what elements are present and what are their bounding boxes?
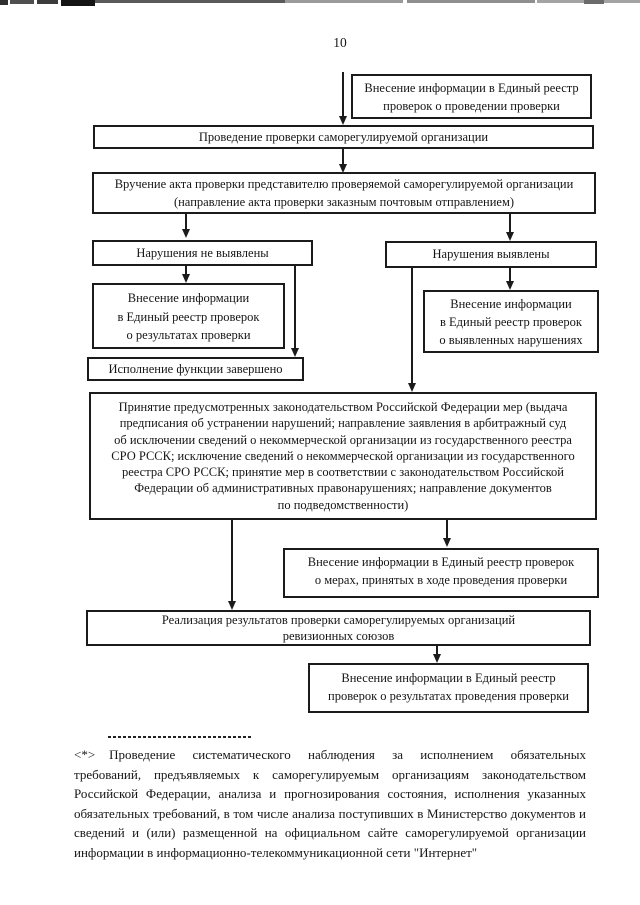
flow-node-function-complete: Исполнение функции завершено <box>87 357 304 381</box>
flow-arrow-line <box>342 149 344 165</box>
scan-artifact <box>285 0 403 3</box>
footnote-separator <box>108 736 253 738</box>
arrow-down-icon <box>182 274 190 283</box>
arrow-down-icon <box>339 164 347 173</box>
flow-node-text: Проведение проверки саморегулируемой орг… <box>198 130 489 144</box>
arrow-down-icon <box>339 116 347 125</box>
scan-artifact <box>584 0 604 4</box>
scan-artifact <box>37 0 58 4</box>
flow-node-conduct-inspection: Проведение проверки саморегулируемой орг… <box>93 125 594 149</box>
flow-node-deliver-act: Вручение акта проверки представителю про… <box>92 172 596 214</box>
flow-node-text: Нарушения выявлены <box>432 247 550 261</box>
flow-node-text: Исполнение функции завершено <box>108 362 283 376</box>
scan-artifact <box>0 0 8 5</box>
flow-node-register-results: Внесение информации в Единый реестр пров… <box>92 283 285 349</box>
flow-node-text: об исключении сведений о некоммерческой … <box>114 432 572 447</box>
flow-arrow-line <box>509 214 511 233</box>
flow-node-text: Внесение информации в Единый реестр <box>364 81 579 95</box>
flow-node-text: проверок о проведении проверки <box>383 99 560 113</box>
flow-arrow-line <box>509 268 511 282</box>
flow-arrow-line <box>342 72 344 117</box>
scan-artifact <box>10 0 34 4</box>
flow-node-text: Принятие предусмотренных законодательств… <box>118 400 568 414</box>
flow-node-text: Внесение информации в Единый реестр <box>341 671 556 685</box>
flow-node-register-final-results: Внесение информации в Единый реестр пров… <box>308 663 589 713</box>
flow-node-register-measures: Внесение информации в Единый реестр пров… <box>283 548 599 598</box>
flow-node-text: по подведомственности) <box>277 497 409 512</box>
flow-node-register-start: Внесение информации в Единый реестр пров… <box>351 74 592 119</box>
flow-node-text: ревизионных союзов <box>282 628 395 643</box>
flow-arrow-line <box>185 266 187 275</box>
flow-arrow-line <box>294 266 296 349</box>
scan-artifact <box>61 0 95 6</box>
flow-node-text: Внесение информации <box>450 297 572 311</box>
arrow-down-icon <box>506 232 514 241</box>
arrow-down-icon <box>433 654 441 663</box>
flow-arrow-line <box>185 214 187 230</box>
flow-node-text: Реализация результатов проверки саморегу… <box>161 613 516 627</box>
flow-node-realization: Реализация результатов проверки саморегу… <box>86 610 591 646</box>
footnote-marker: <*> <box>74 747 96 762</box>
flow-node-text: о мерах, принятых в ходе проведения пров… <box>314 572 568 587</box>
arrow-down-icon <box>182 229 190 238</box>
flow-node-take-measures: Принятие предусмотренных законодательств… <box>89 392 597 520</box>
arrow-down-icon <box>228 601 236 610</box>
flow-node-text: в Единый реестр проверок <box>117 309 260 324</box>
footnote-paragraph: <*>Проведение систематического наблюдени… <box>74 745 586 862</box>
flow-node-text: (направление акта проверки заказным почт… <box>173 194 515 209</box>
flow-node-text: Нарушения не выявлены <box>136 246 269 260</box>
scan-artifact <box>95 0 285 3</box>
scan-artifact <box>407 0 535 3</box>
flow-node-violations-found: Нарушения выявлены <box>385 241 597 268</box>
flow-node-text: проверок о результатах проведения провер… <box>328 689 569 703</box>
flow-arrow-line <box>446 520 448 539</box>
arrow-down-icon <box>408 383 416 392</box>
flow-node-no-violations: Нарушения не выявлены <box>92 240 313 266</box>
page-number: 10 <box>333 35 347 50</box>
flow-arrow-line <box>411 268 413 384</box>
footnote-text: Проведение систематического наблюдения з… <box>74 747 586 860</box>
flow-node-text: Вручение акта проверки представителю про… <box>114 177 574 191</box>
arrow-down-icon <box>506 281 514 290</box>
flow-node-text: предписания об устранении нарушений; нап… <box>119 416 567 431</box>
flow-node-text: СРО РССК; исключение сведений о некоммер… <box>111 448 575 463</box>
flow-node-text: реестра СРО РССК; принятие мер в соответ… <box>122 465 564 480</box>
flow-node-register-violations: Внесение информации в Единый реестр пров… <box>423 290 599 353</box>
flow-node-text: Внесение информации в Единый реестр пров… <box>307 555 575 569</box>
flow-node-text: о выявленных нарушениях <box>439 333 583 347</box>
arrow-down-icon <box>443 538 451 547</box>
arrow-down-icon <box>291 348 299 357</box>
flow-node-text: Федерации об административных правонаруш… <box>134 481 552 496</box>
flow-node-text: в Единый реестр проверок <box>440 315 582 329</box>
flow-node-text: о результатах проверки <box>126 328 251 342</box>
flow-arrow-line <box>231 520 233 602</box>
flow-arrow-line <box>436 646 438 655</box>
flow-node-text: Внесение информации <box>127 291 250 305</box>
